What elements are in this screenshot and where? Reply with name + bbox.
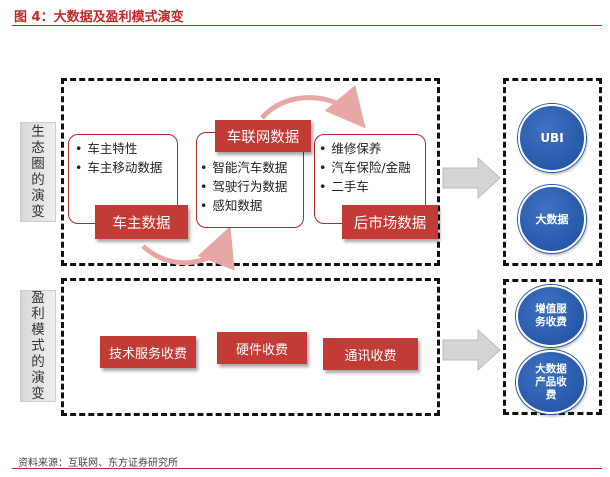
curved-arrow-top bbox=[260, 84, 366, 129]
big-data-circle: 大数据 bbox=[518, 185, 586, 253]
list-item: 汽车保险/金融 bbox=[319, 158, 410, 177]
big-data-label: 大数据 bbox=[535, 213, 569, 226]
communication-fee: 通讯收费 bbox=[323, 338, 418, 370]
ecosystem-label: 生态圈的演变 bbox=[20, 122, 56, 222]
ubi-label: UBI bbox=[540, 131, 564, 145]
list-item: 车主移动数据 bbox=[75, 158, 162, 177]
list-item: 二手车 bbox=[319, 177, 411, 196]
curved-arrow-bottom bbox=[141, 226, 235, 271]
owner-data-title: 车主数据 bbox=[95, 205, 188, 239]
list-item: 车主特性 bbox=[75, 139, 162, 158]
aftermarket-data-title: 后市场数据 bbox=[342, 205, 438, 239]
ecosystem-label-text: 生态圈的演变 bbox=[31, 124, 45, 220]
list-item: 智能汽车数据 bbox=[200, 158, 287, 177]
list-item: 维修保养 bbox=[319, 139, 411, 158]
figure-title: 图 4：大数据及盈利模式演变 bbox=[14, 10, 184, 25]
profit-label: 盈利模式的演变 bbox=[20, 290, 56, 402]
connected-data-list: 智能汽车数据 驾驶行为数据 感知数据 bbox=[200, 158, 287, 215]
big-data-product-label: 大数据产品收费 bbox=[535, 362, 567, 401]
list-item: 感知数据 bbox=[200, 196, 287, 215]
big-data-product-circle: 大数据产品收费 bbox=[516, 350, 586, 414]
profit-label-text: 盈利模式的演变 bbox=[31, 290, 45, 402]
ubi-circle: UBI bbox=[518, 104, 586, 172]
hardware-fee: 硬件收费 bbox=[217, 332, 307, 364]
value-added-service-circle: 增值服务收费 bbox=[516, 285, 586, 347]
owner-data-list: 车主特性 车主移动数据 bbox=[75, 139, 162, 177]
top-rule bbox=[12, 25, 602, 26]
value-added-service-label: 增值服务收费 bbox=[535, 303, 567, 328]
block-arrow-top bbox=[442, 156, 501, 200]
aftermarket-data-list: 维修保养 汽车保险/金融 二手车 bbox=[319, 139, 411, 196]
tech-service-fee: 技术服务收费 bbox=[100, 336, 196, 368]
block-arrow-bottom bbox=[442, 328, 501, 372]
source-note: 资料来源：互联网、东方证券研究所 bbox=[18, 458, 178, 469]
connected-data-title: 车联网数据 bbox=[215, 120, 311, 152]
bottom-rule bbox=[12, 468, 602, 469]
list-item: 驾驶行为数据 bbox=[200, 177, 287, 196]
